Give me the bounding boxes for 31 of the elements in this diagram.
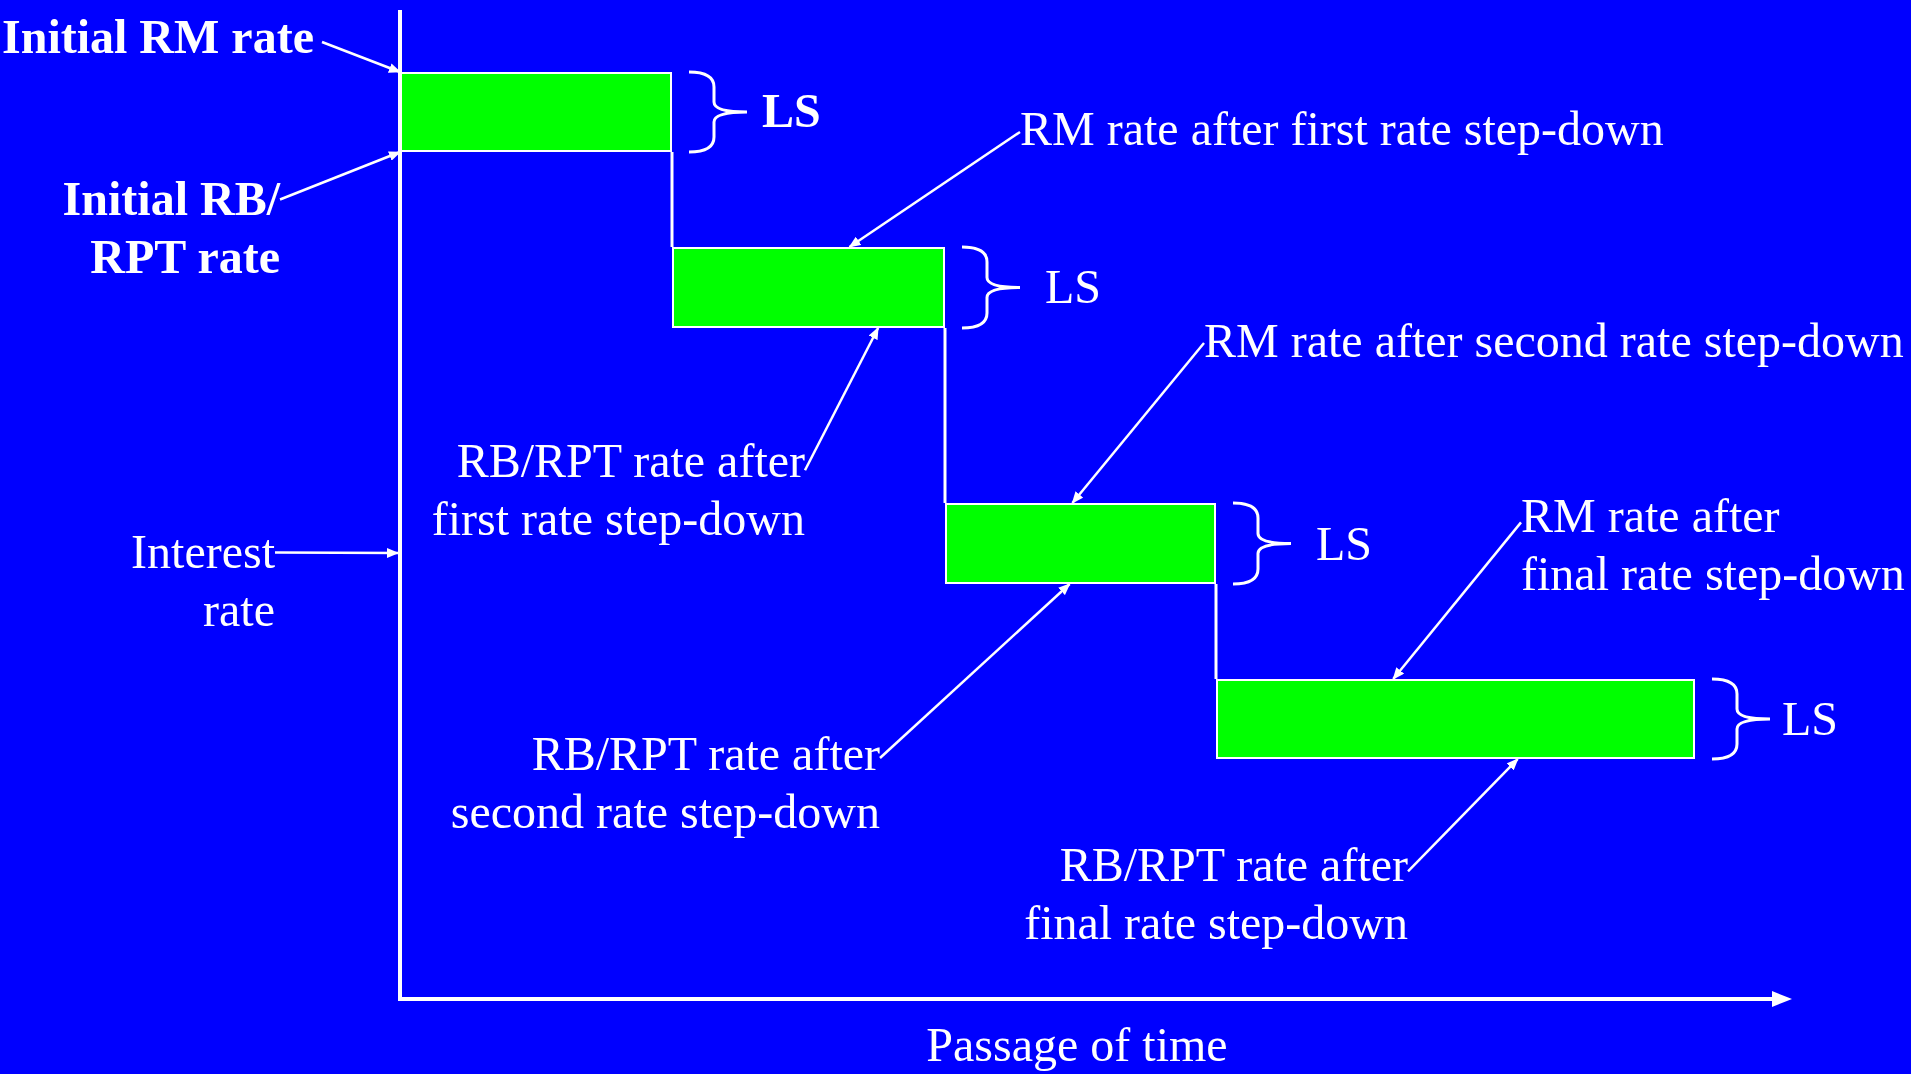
rate-label: Interest rate	[100, 523, 275, 639]
rate-bar	[945, 503, 1216, 584]
rate-label: RB/RPT rate after final rate step-down	[1003, 836, 1408, 952]
leader-arrow	[879, 583, 1071, 759]
leader-arrow	[321, 40, 401, 74]
rate-label: RM rate after first rate step-down	[1020, 100, 1680, 158]
ls-label: LS	[1782, 694, 1838, 744]
rate-label: RM rate after second rate step-down	[1204, 312, 1909, 370]
leader-arrow	[1407, 758, 1519, 873]
leader-arrow	[1392, 521, 1522, 680]
step-line	[670, 152, 674, 247]
leader-arrow	[1071, 342, 1205, 504]
step-line	[943, 328, 947, 503]
leader-arrow	[803, 327, 880, 471]
axis-label: Passage of time	[926, 1020, 1228, 1070]
ls-label: LS	[1316, 519, 1372, 569]
ls-label: LS	[762, 86, 821, 136]
rate-bar	[1216, 679, 1695, 759]
rate-label: RB/RPT rate after second rate step-down	[425, 725, 880, 841]
leader-arrow	[848, 130, 1021, 249]
rate-bar	[400, 72, 672, 152]
step-line	[1214, 584, 1218, 679]
vertical-axis	[398, 10, 402, 1001]
leader-arrow	[279, 150, 401, 201]
rate-label: Initial RB/ RPT rate	[36, 170, 280, 286]
ls-label: LS	[1045, 262, 1101, 312]
rate-bar	[672, 247, 945, 328]
rate-label: RB/RPT rate after first rate step-down	[430, 432, 805, 548]
rate-label: Initial RM rate	[2, 8, 322, 66]
rate-label: RM rate after final rate step-down	[1521, 487, 1909, 603]
leader-arrow	[275, 548, 399, 558]
